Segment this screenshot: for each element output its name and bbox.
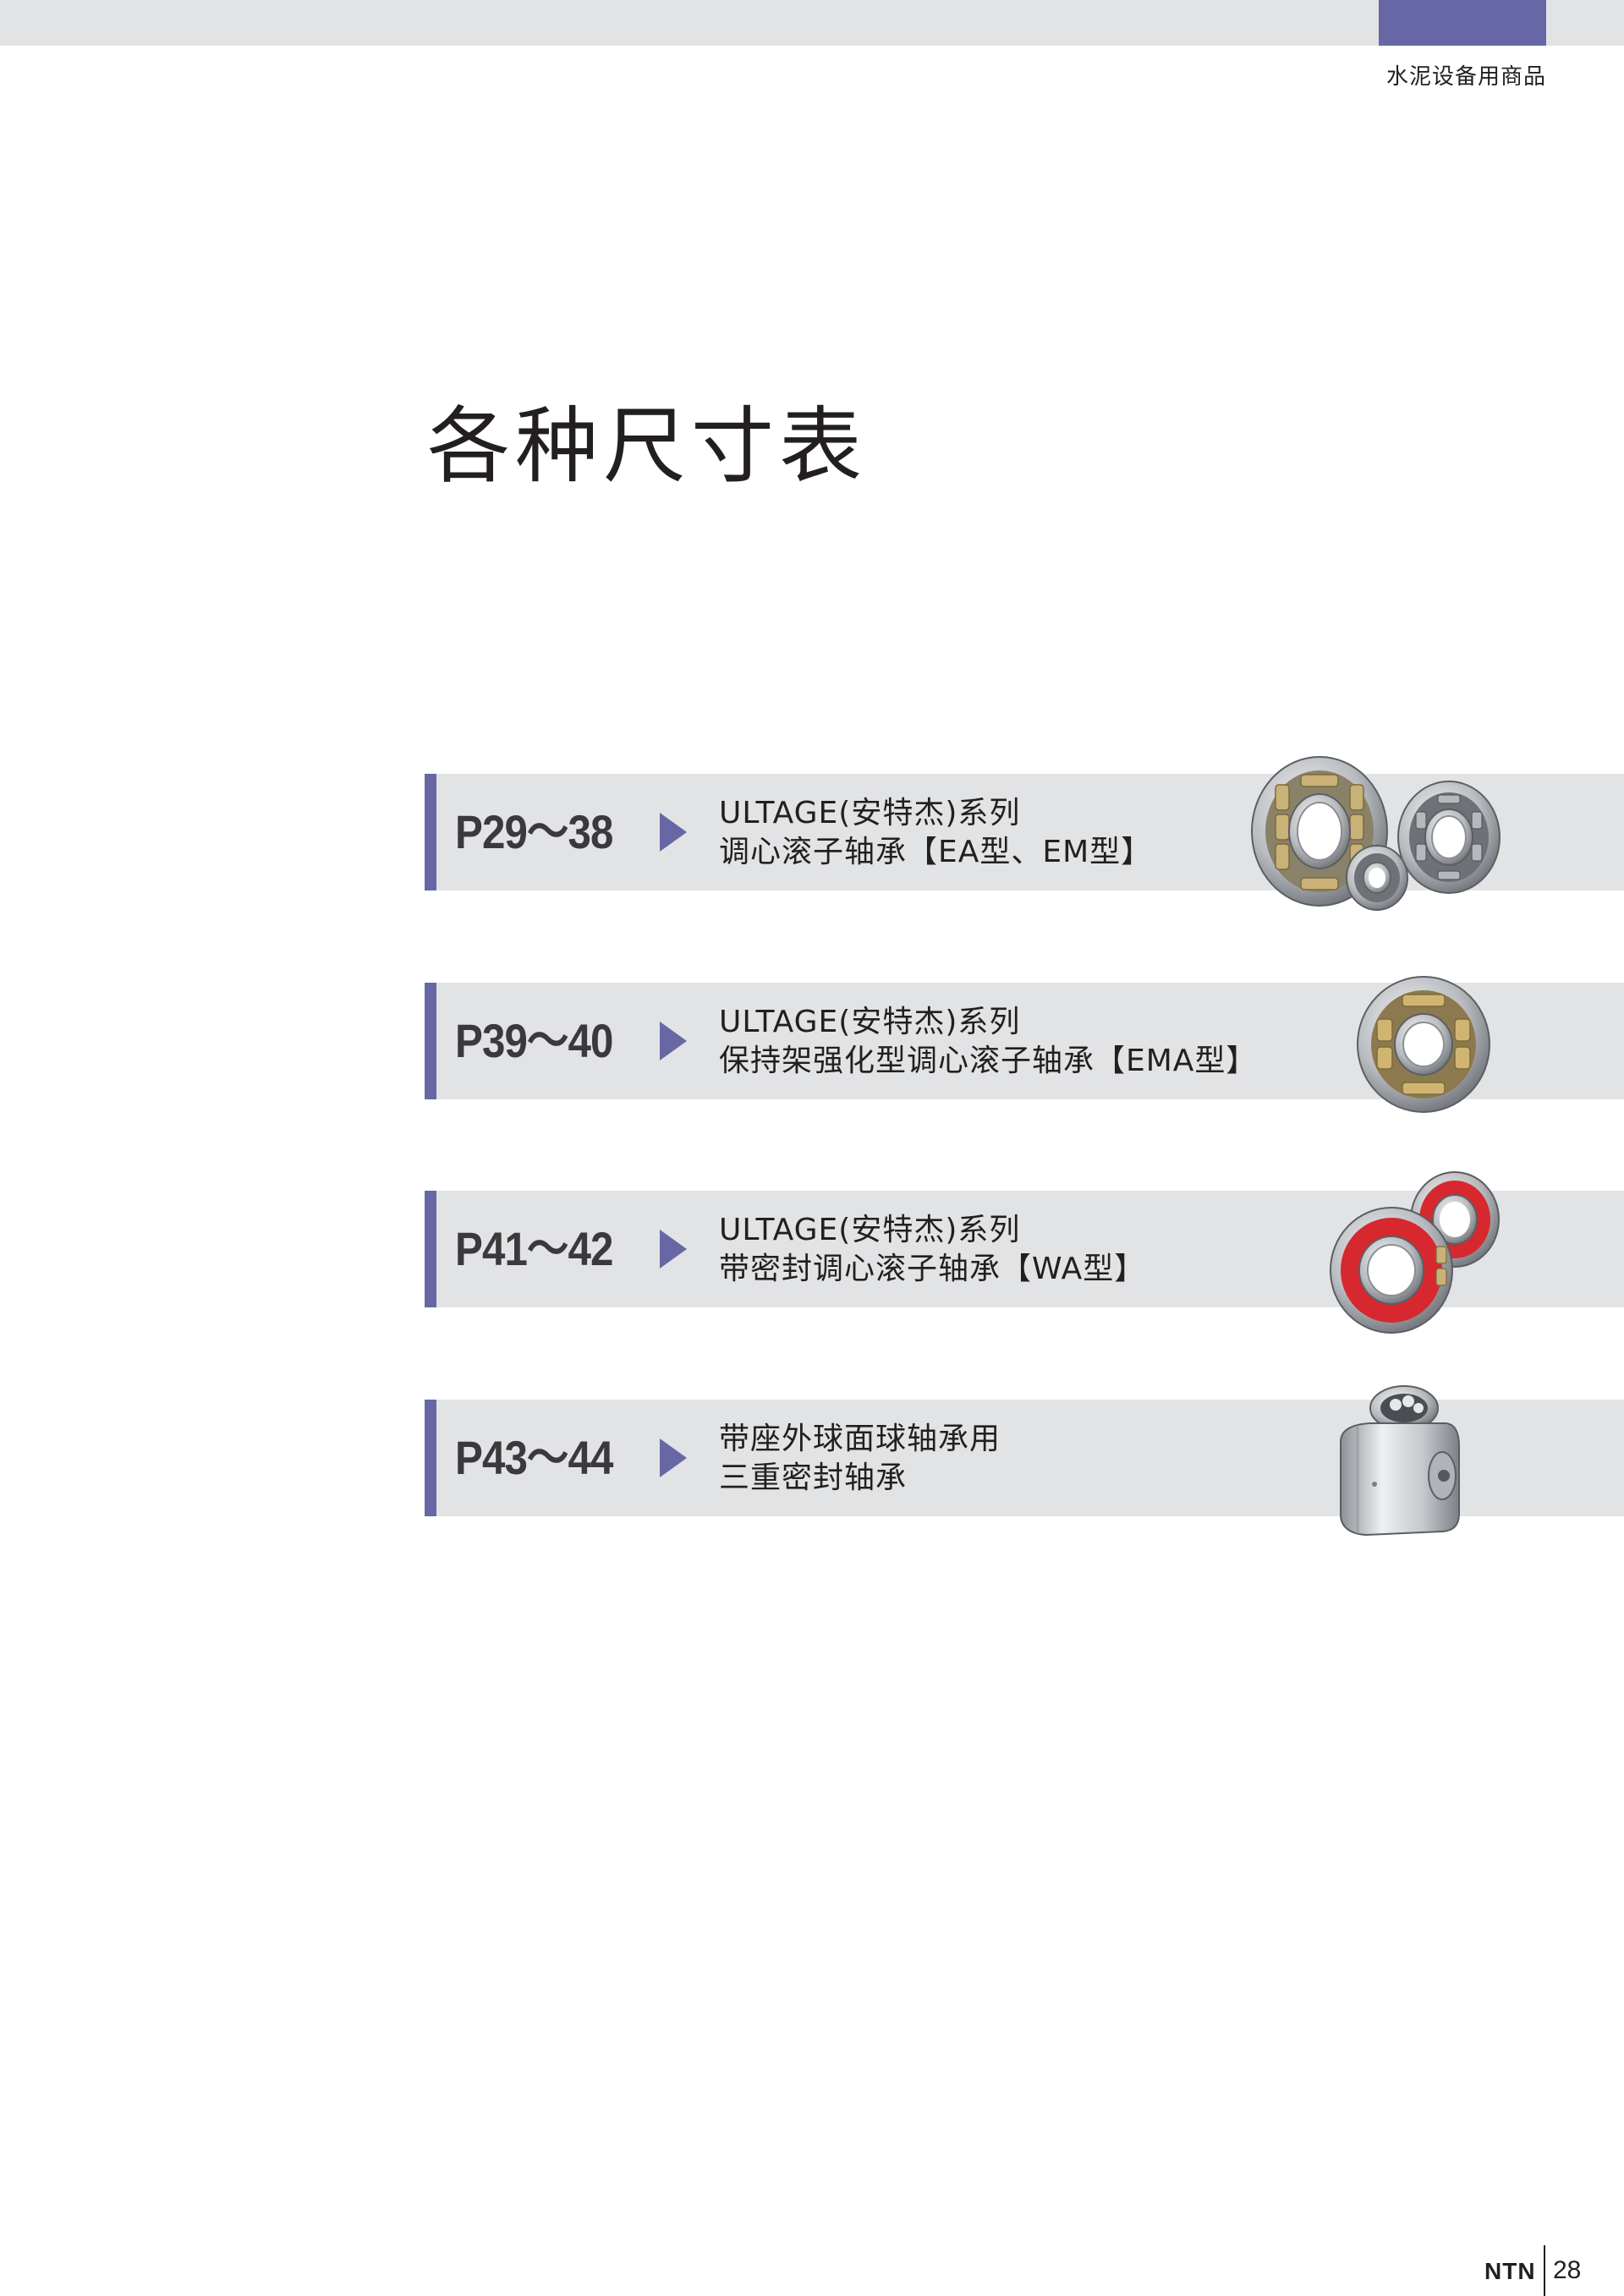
entry-accent-bar [425, 1191, 436, 1307]
arrow-right-icon [660, 1438, 687, 1477]
header-band [0, 0, 1624, 46]
entry-title: ULTAGE(安特杰)系列 [719, 1005, 1021, 1039]
section-label: 水泥设备用商品 [1385, 64, 1546, 90]
entry-page-range: P41～42 [455, 1222, 613, 1275]
entry-title: 带座外球面球轴承用 [719, 1422, 1001, 1456]
arrow-right-icon [660, 1022, 687, 1060]
entry-subtitle: 三重密封轴承 [719, 1460, 908, 1495]
arrow-right-icon [660, 1230, 687, 1269]
spherical-roller-bearing-brass-cage-image [1357, 976, 1490, 1113]
entry-page-range: P43～44 [455, 1431, 613, 1484]
header-accent-block [1379, 0, 1546, 46]
entry-title: ULTAGE(安特杰)系列 [719, 796, 1021, 830]
page-title: 各种尺寸表 [427, 398, 868, 495]
entry-accent-bar [425, 983, 436, 1099]
spherical-roller-bearings-group-image [1251, 756, 1501, 911]
page-number: 28 [1553, 2256, 1582, 2284]
entry-accent-bar [425, 1400, 436, 1516]
entry-page-range: P29～38 [455, 805, 613, 858]
arrow-right-icon [660, 813, 687, 852]
entry-title: ULTAGE(安特杰)系列 [719, 1213, 1021, 1247]
footer-divider [1544, 2245, 1545, 2296]
insert-ball-bearing-image [1340, 1385, 1460, 1537]
ntn-logo: NTN [1484, 2258, 1536, 2284]
entry-subtitle: 带密封调心滚子轴承【WA型】 [719, 1252, 1146, 1286]
sealed-spherical-roller-bearings-image [1330, 1171, 1500, 1334]
entry-accent-bar [425, 774, 436, 890]
entry-page-range: P39～40 [455, 1014, 613, 1067]
entry-subtitle: 调心滚子轴承【EA型、EM型】 [719, 835, 1153, 869]
entry-subtitle: 保持架强化型调心滚子轴承【EMA型】 [719, 1044, 1258, 1078]
